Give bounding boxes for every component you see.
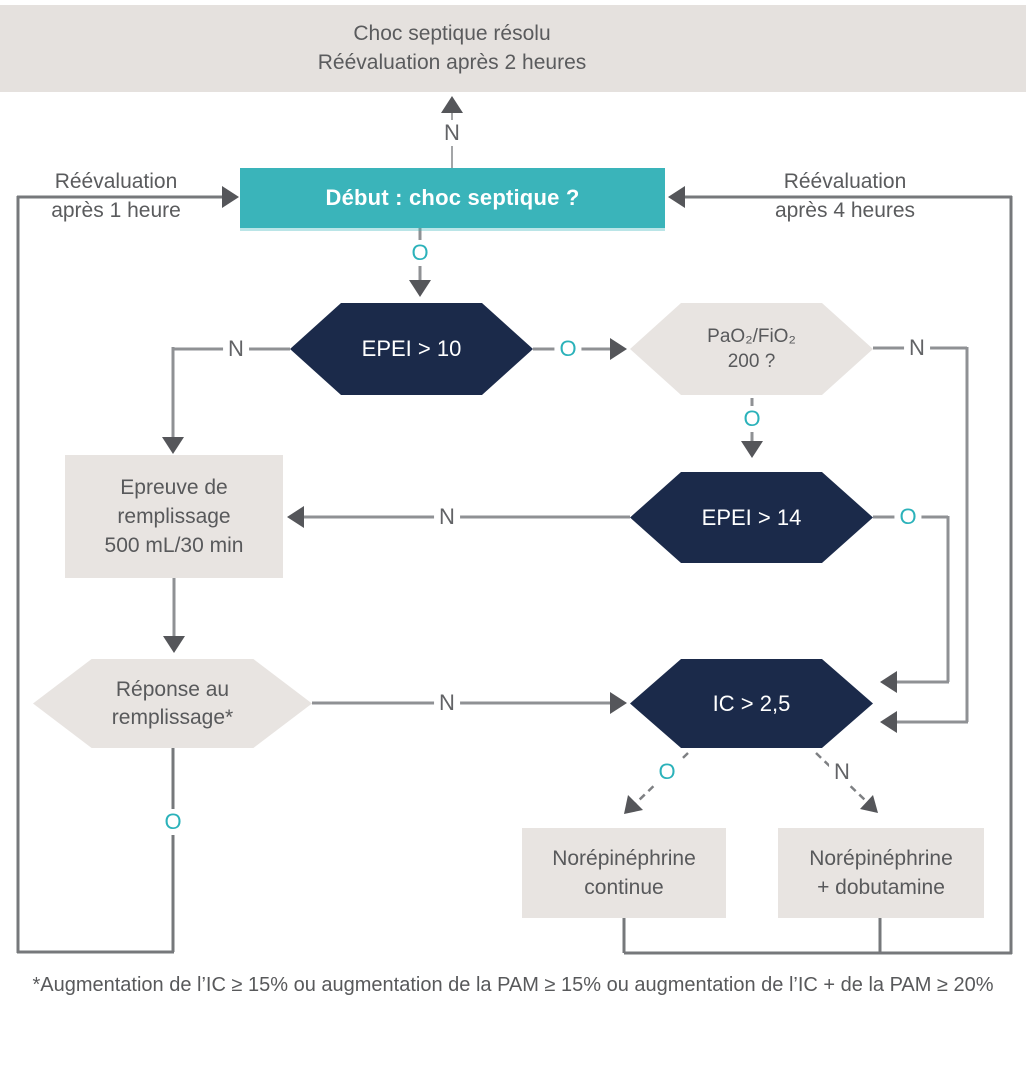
node-start: Début : choc septique ? <box>240 168 665 228</box>
node-norepi-dobutamine-line2: + dobutamine <box>817 876 945 899</box>
node-epreuve-line2: remplissage <box>117 505 231 528</box>
arrowhead-to-banner <box>441 96 463 113</box>
branch-label-epei10-no: N <box>223 336 249 362</box>
arrowhead-to-reponse <box>163 636 185 653</box>
resolved-banner-text: Choc septique résolu Réévaluation après … <box>0 19 904 77</box>
node-pao2: PaO₂/FiO₂ 200 ? <box>630 303 873 395</box>
arrowhead-to-epreuve-top <box>162 437 184 454</box>
left-loop-label: Réévaluation après 1 heure <box>20 167 212 225</box>
arrowhead-to-epei10 <box>409 280 431 297</box>
branch-label-ic-no: N <box>829 759 855 785</box>
resolved-banner: Choc septique résolu Réévaluation après … <box>0 5 1026 92</box>
left-loop-line2: après 1 heure <box>51 199 181 222</box>
node-epei10-label: EPEI > 10 <box>361 336 462 361</box>
node-norepi-dobutamine: Norépinéphrine + dobutamine <box>778 828 984 918</box>
branch-label-epei14-yes: O <box>894 504 922 530</box>
node-norepi-continue: Norépinéphrine continue <box>522 828 726 918</box>
node-norepi-continue-line2: continue <box>584 876 664 899</box>
arrowhead-to-ic-left <box>610 692 627 714</box>
right-loop-label: Réévaluation après 4 heures <box>749 167 941 225</box>
node-reponse-line1: Réponse au <box>115 677 230 701</box>
node-pao2-text: PaO₂/FiO₂ 200 ? <box>707 324 796 374</box>
branch-label-reponse-yes: O <box>159 809 187 835</box>
branch-label-pao2-no: N <box>904 335 930 361</box>
node-norepi-dobutamine-line1: Norépinéphrine <box>809 847 953 870</box>
node-reponse: Réponse au remplissage* <box>33 659 312 748</box>
arrowhead-to-start-right <box>668 186 685 208</box>
branch-label-ic-yes: O <box>653 759 681 785</box>
right-loop-line2: après 4 heures <box>774 199 916 222</box>
resolved-banner-line2: Réévaluation après 2 heures <box>317 51 587 74</box>
arrowhead-to-norepi-dobutamine <box>860 795 878 813</box>
right-loop-line1: Réévaluation <box>783 170 907 193</box>
branch-label-epei10-yes: O <box>554 336 582 362</box>
branch-label-reponse-no: N <box>434 690 460 716</box>
arrowhead-to-ic-upper <box>880 671 897 693</box>
arrowhead-to-pao2 <box>610 338 627 360</box>
arrowhead-to-epreuve-right <box>287 506 304 528</box>
resolved-banner-line1: Choc septique résolu <box>353 22 551 45</box>
left-loop-line1: Réévaluation <box>54 170 178 193</box>
node-pao2-line1: PaO₂/FiO₂ <box>707 326 796 347</box>
branch-label-pao2-yes: O <box>738 406 766 432</box>
node-epreuve: Epreuve de remplissage 500 mL/30 min <box>65 455 283 578</box>
node-reponse-line2: remplissage* <box>111 705 234 729</box>
node-epei14: EPEI > 14 <box>630 472 873 563</box>
node-epei14-label: EPEI > 14 <box>701 504 802 530</box>
arrowhead-to-epei14 <box>741 441 763 458</box>
node-epreuve-line1: Epreuve de <box>120 476 228 499</box>
branch-label-start-yes: O <box>406 240 434 266</box>
node-pao2-line2: 200 ? <box>727 351 776 372</box>
node-start-label: Début : choc septique ? <box>325 185 580 210</box>
node-epei10: EPEI > 10 <box>290 303 533 395</box>
branch-label-start-to-banner: N <box>439 120 465 146</box>
arrowhead-to-start-left <box>222 186 239 208</box>
footnote: *Augmentation de l’IC ≥ 15% ou augmentat… <box>32 974 994 996</box>
node-ic: IC > 2,5 <box>630 659 873 748</box>
arrowhead-to-ic-lower <box>880 711 897 733</box>
branch-label-epei14-no: N <box>434 504 460 530</box>
arrowhead-to-norepi-continue <box>624 795 643 814</box>
node-ic-label: IC > 2,5 <box>712 690 791 716</box>
node-epreuve-line3: 500 mL/30 min <box>104 534 244 557</box>
node-reponse-text: Réponse au remplissage* <box>112 676 233 732</box>
node-norepi-continue-line1: Norépinéphrine <box>552 847 696 870</box>
